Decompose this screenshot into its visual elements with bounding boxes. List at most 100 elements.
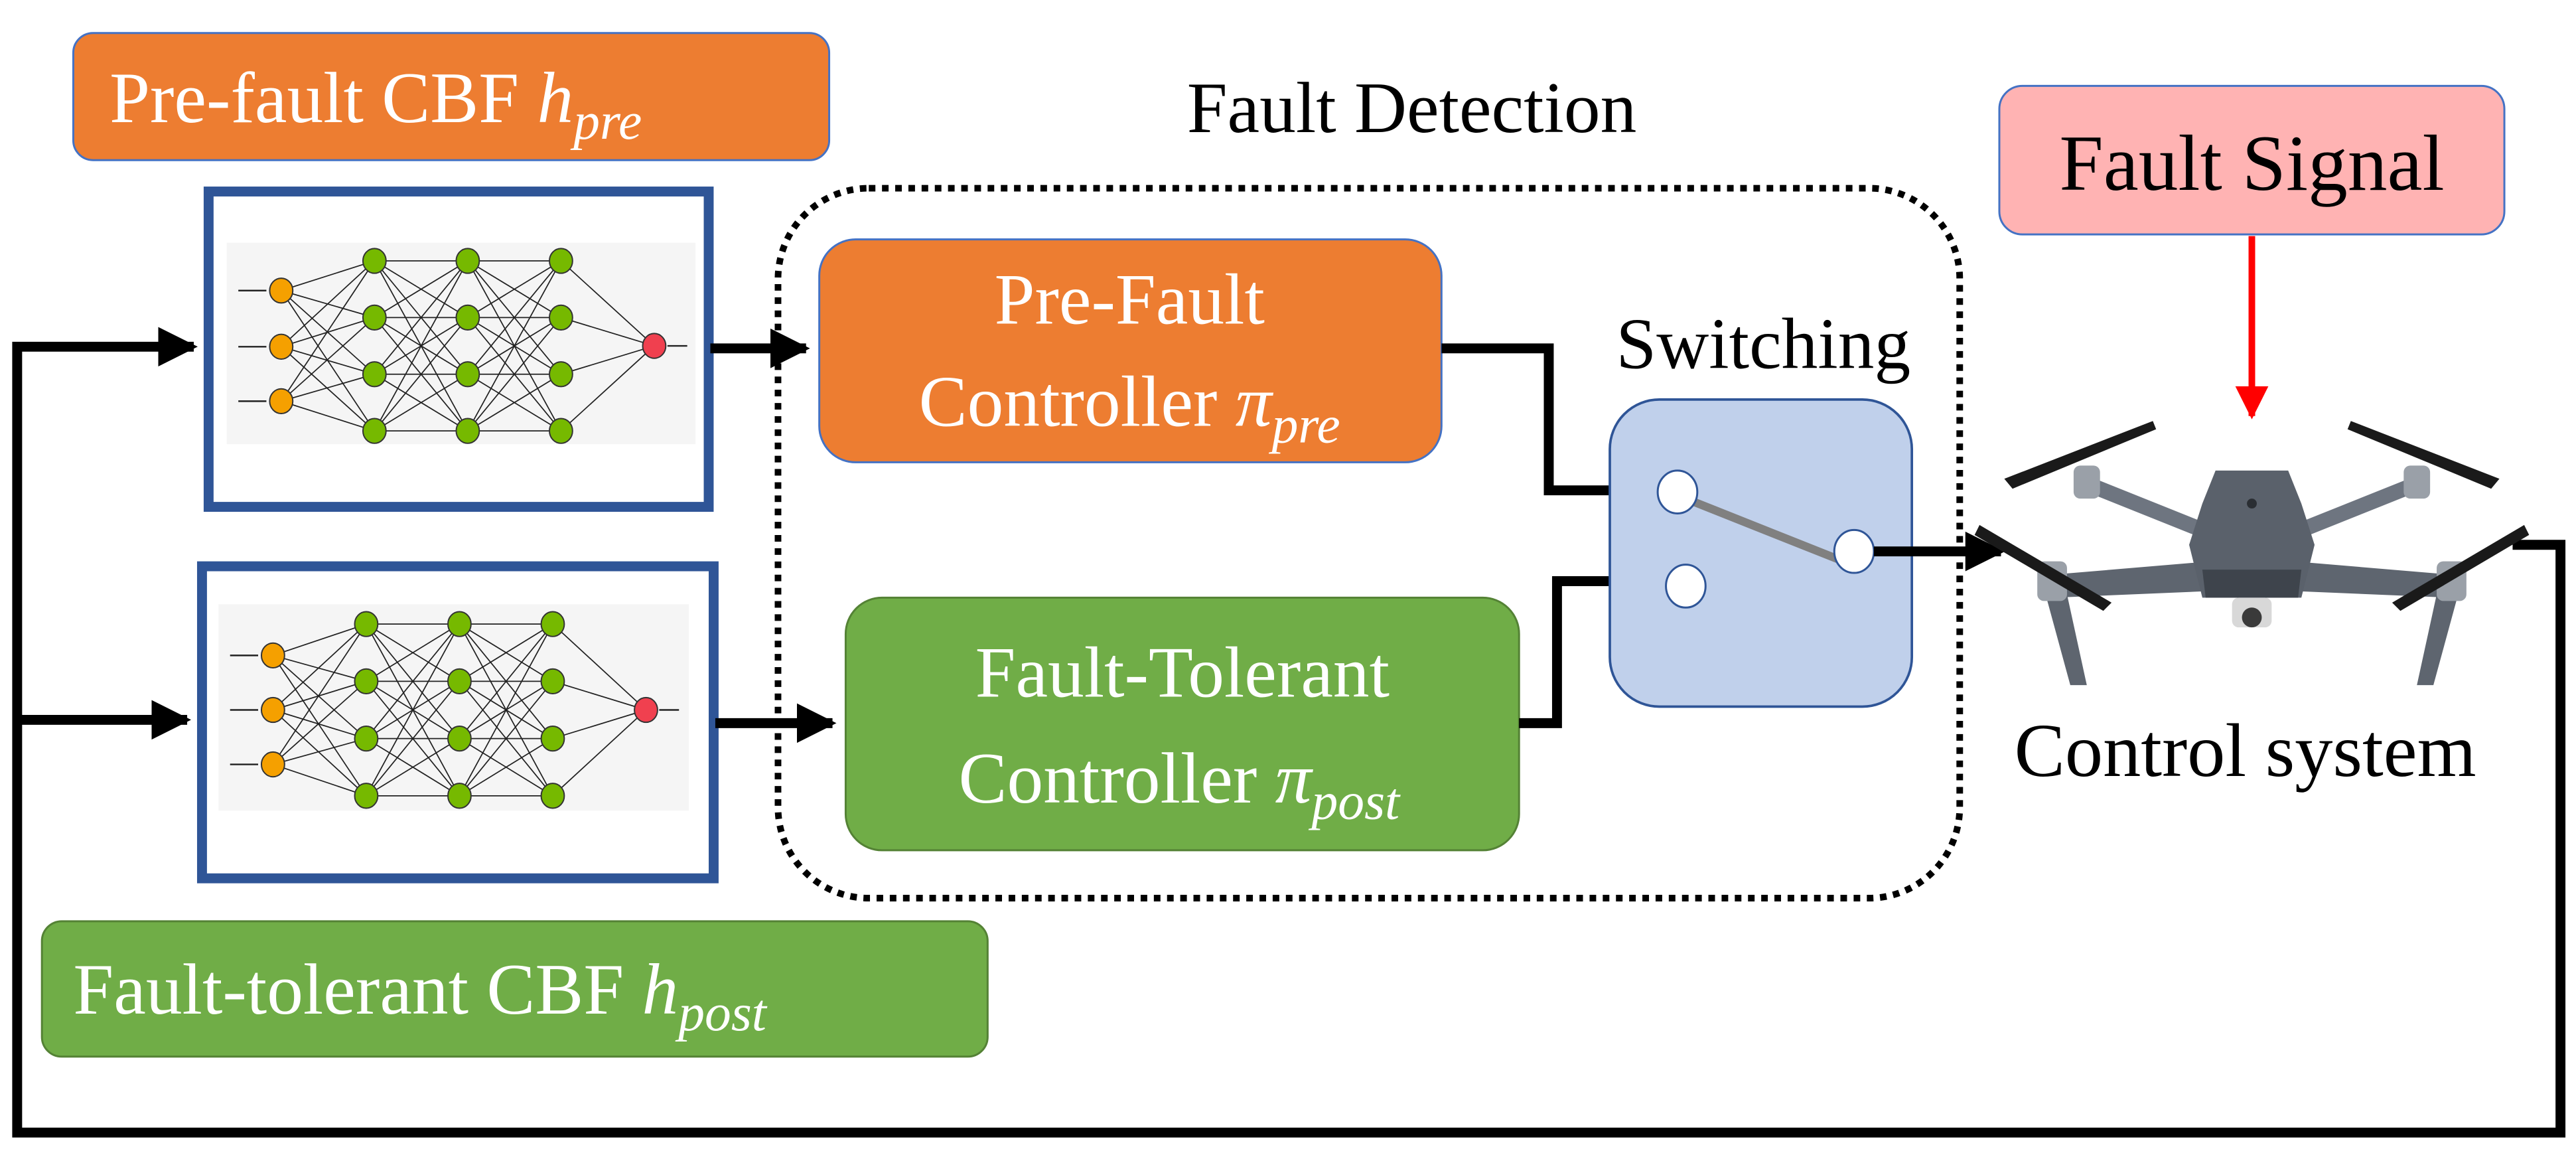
- nn-connection: [366, 623, 461, 797]
- nn-hidden-node: [540, 668, 565, 695]
- nn-hidden-node: [540, 783, 565, 809]
- nn-connection: [273, 737, 367, 765]
- drone-icon: [1974, 421, 2530, 686]
- fault-signal-label: Fault Signal: [2059, 119, 2444, 207]
- nn-connection: [366, 680, 461, 797]
- nn-hidden-node: [540, 611, 565, 637]
- nn-connection: [272, 709, 367, 797]
- pre-fault-controller-line2: Controller: [919, 361, 1236, 442]
- pre-fault-controller: Pre-Fault Controller πpre: [818, 238, 1443, 463]
- nn-connection: [273, 655, 367, 682]
- nn-connection: [366, 737, 460, 797]
- pre-fault-controller-line1: Pre-Fault: [995, 258, 1265, 339]
- nn-connection: [560, 260, 655, 347]
- fault-tolerant-controller-symbol: π: [1275, 737, 1314, 818]
- neural-network-icon: [230, 611, 680, 809]
- nn-hidden-node: [354, 783, 379, 809]
- nn-hidden-node: [362, 361, 387, 388]
- fault-detection-region: Fault Detection: [774, 67, 1964, 901]
- switch-input-pre-fault: [1656, 469, 1699, 515]
- svg-text:Controller πpost: Controller πpost: [959, 737, 1401, 831]
- nn-connection: [281, 317, 375, 402]
- nn-connection: [281, 400, 375, 431]
- fault-tolerant-controller: Fault-Tolerant Controller πpost: [844, 596, 1520, 852]
- nn-connection: [459, 680, 553, 797]
- pre-fault-cbf-symbol: h: [537, 57, 574, 138]
- switch-input-fault-tolerant: [1665, 564, 1707, 609]
- control-system-label: Control system: [2015, 708, 2476, 793]
- nn-hidden-node: [455, 248, 480, 274]
- fault-tolerant-cbf-text: Fault-tolerant CBF: [73, 949, 642, 1030]
- nn-connection: [467, 317, 562, 431]
- nn-connection: [272, 680, 367, 765]
- pre-fault-cbf-subscript: pre: [570, 92, 642, 151]
- pre-fault-cbf-network: [203, 187, 714, 512]
- fault-tolerant-cbf-subscript: post: [675, 984, 768, 1042]
- svg-text:Pre-fault CBF hpre: Pre-fault CBF hpre: [109, 57, 642, 151]
- nn-connection: [281, 260, 376, 402]
- nn-hidden-node: [455, 418, 480, 444]
- nn-input-node: [260, 751, 285, 778]
- nn-connection: [366, 623, 461, 739]
- nn-connection: [273, 763, 367, 797]
- nn-connection: [281, 346, 375, 431]
- nn-hidden-node: [354, 725, 379, 752]
- nn-connection: [459, 737, 553, 797]
- fault-tolerant-cbf-symbol: h: [642, 949, 679, 1030]
- nn-connection: [459, 623, 553, 682]
- nn-connection: [560, 345, 655, 431]
- svg-text:Controller πpre: Controller πpre: [919, 361, 1340, 455]
- nn-output-node: [634, 696, 658, 724]
- feedback-loop: [12, 327, 2566, 1138]
- nn-input-node: [269, 333, 294, 360]
- nn-hidden-node: [362, 304, 387, 331]
- nn-output-node: [642, 333, 667, 359]
- nn-connection: [467, 260, 561, 319]
- nn-hidden-node: [447, 668, 472, 695]
- nn-connection: [374, 260, 468, 375]
- nn-connection: [281, 346, 375, 375]
- svg-text:Fault-tolerant CBF hpost: Fault-tolerant CBF hpost: [73, 949, 767, 1042]
- fault-tolerant-cbf-label: Fault-tolerant CBF hpost: [40, 920, 989, 1058]
- nn-hidden-node: [548, 418, 573, 444]
- nn-connection: [459, 623, 553, 797]
- switching-label: Switching: [1616, 303, 1910, 384]
- switching-block: [1609, 398, 1914, 708]
- nn-hidden-node: [447, 725, 472, 752]
- nn-connection: [374, 374, 468, 431]
- fault-tolerant-controller-line1: Fault-Tolerant: [975, 632, 1390, 713]
- switch-output: [1833, 528, 1875, 574]
- nn-input-node: [269, 388, 294, 415]
- pre-fault-controller-subscript: pre: [1269, 396, 1340, 455]
- nn-hidden-node: [455, 361, 480, 388]
- pre-fault-cbf-label: Pre-fault CBF hpre: [72, 32, 831, 161]
- nn-connection: [459, 623, 553, 739]
- nn-hidden-node: [455, 304, 480, 331]
- nn-connection: [374, 317, 468, 431]
- nn-connection: [272, 655, 367, 797]
- nn-hidden-node: [354, 668, 379, 695]
- fault-signal: Fault Signal: [1998, 84, 2506, 420]
- nn-connection: [467, 374, 561, 431]
- nn-hidden-node: [447, 611, 472, 637]
- nn-connection: [281, 260, 375, 347]
- nn-hidden-node: [447, 783, 472, 809]
- pre-fault-cbf-text: Pre-fault CBF: [109, 57, 537, 138]
- nn-input-node: [269, 277, 294, 304]
- nn-connection: [561, 345, 655, 375]
- nn-connection: [467, 260, 562, 375]
- nn-hidden-node: [540, 725, 565, 752]
- nn-connection: [552, 680, 646, 711]
- fault-detection-title: Fault Detection: [1187, 67, 1637, 148]
- nn-connection: [561, 317, 655, 347]
- nn-connection: [374, 260, 468, 319]
- nn-input-node: [260, 642, 285, 669]
- pre-fault-controller-symbol: π: [1236, 361, 1274, 442]
- nn-connection: [272, 655, 367, 739]
- nn-connection: [552, 623, 647, 711]
- nn-hidden-node: [548, 304, 573, 331]
- nn-connection: [281, 260, 375, 291]
- nn-connection: [552, 709, 646, 739]
- nn-connection: [366, 623, 460, 682]
